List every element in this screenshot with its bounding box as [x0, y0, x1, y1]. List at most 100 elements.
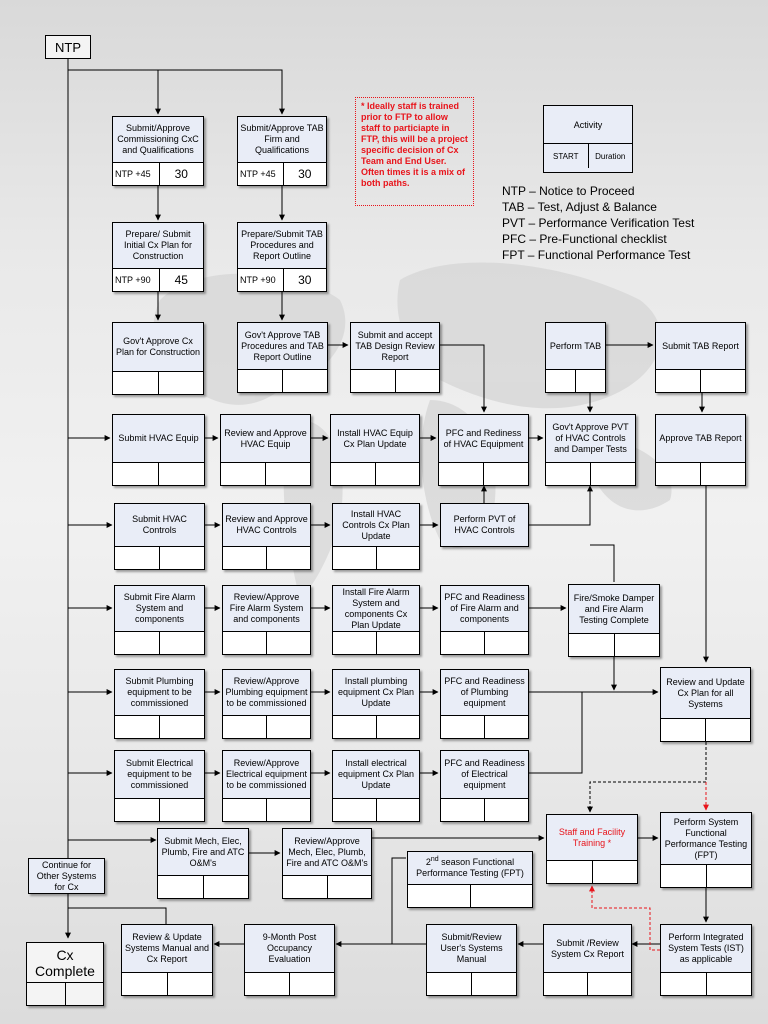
box-label: Perform TAB — [549, 340, 602, 351]
box-label: Submit and accept TAB Design Review Repo… — [355, 329, 435, 362]
box-label: Perform Integrated System Tests (IST) as… — [668, 932, 744, 964]
box-label: PFC and Readiness of Fire Alarm and comp… — [444, 592, 525, 624]
box-label: Install HVAC Equip Cx Plan Update — [337, 427, 413, 449]
box-start: NTP +90 — [240, 275, 276, 285]
box-approve-tab-procedures: Gov't Approve TAB Procedures and TAB Rep… — [237, 322, 328, 393]
box-submit-om: Submit Mech, Elec, Plumb, Fire and ATC O… — [157, 828, 249, 899]
box-approve-pvt: Gov't Approve PVT of HVAC Controls and D… — [545, 414, 636, 486]
second-season-text: season Functional Performance Testing (F… — [416, 857, 524, 878]
box-label: Submit Mech, Elec, Plumb, Fire and ATC O… — [161, 835, 245, 868]
box-review-electrical: Review/Approve Electrical equipment to b… — [222, 750, 311, 822]
box-label: Continue for Other Systems for Cx — [36, 859, 97, 892]
box-label: 9-Month Post Occupancy Evaluation — [262, 932, 317, 964]
box-perform-fpt: Perform System Functional Performance Te… — [660, 812, 752, 888]
box-submit-cx-qualifications: Submit/Approve Commissioning CxC and Qua… — [112, 116, 204, 186]
box-label: PFC and Rediness of HVAC Equipment — [443, 427, 524, 449]
box-review-systems-manual: Review & Update Systems Manual and Cx Re… — [121, 924, 213, 996]
box-install-plumbing: Install plumbing equipment Cx Plan Updat… — [332, 669, 420, 739]
box-submit-fire-alarm: Submit Fire Alarm System and components — [114, 585, 205, 655]
box-review-hvac-equip: Review and Approve HVAC Equip — [220, 414, 311, 486]
box-staff-training: Staff and Facility Training * — [546, 814, 638, 884]
box-install-electrical: Install electrical equipment Cx Plan Upd… — [332, 750, 420, 822]
box-label: Install plumbing equipment Cx Plan Updat… — [337, 676, 415, 708]
box-install-hvac-controls: Install HVAC Controls Cx Plan Update — [332, 503, 420, 570]
box-review-plumbing: Review/Approve Plumbing equipment to be … — [222, 669, 311, 739]
box-duration: 45 — [158, 269, 204, 291]
box-label: Submit/Review User's Systems Manual — [440, 932, 503, 964]
box-label: Submit TAB Report — [662, 340, 739, 351]
box-label: Submit HVAC Controls — [132, 514, 187, 535]
box-submit-plumbing: Submit Plumbing equipment to be commissi… — [114, 669, 205, 739]
legend-duration: Duration — [587, 144, 633, 168]
abbr-pvt: PVT – Performance Verification Test — [502, 216, 695, 230]
legend-box: Activity START Duration — [543, 105, 633, 173]
box-post-occupancy: 9-Month Post Occupancy Evaluation — [244, 924, 335, 996]
box-users-systems-manual: Submit/Review User's Systems Manual — [426, 924, 517, 996]
box-submit-electrical: Submit Electrical equipment to be commis… — [114, 750, 205, 822]
box-label: Staff and Facility Training * — [558, 826, 626, 848]
abbreviation-list: NTP – Notice to Proceed TAB – Test, Adju… — [502, 183, 694, 263]
box-initial-cx-plan: Prepare/ Submit Initial Cx Plan for Cons… — [112, 222, 204, 292]
training-note: * Ideally staff is trained prior to FTP … — [355, 97, 474, 206]
box-start: NTP +45 — [240, 169, 276, 179]
abbr-ntp: NTP – Notice to Proceed — [502, 184, 635, 198]
box-label: Gov't Approve TAB Procedures and TAB Rep… — [241, 329, 324, 362]
box-submit-tab-qualifications: Submit/Approve TAB Firm and Qualificatio… — [237, 116, 327, 186]
box-submit-tab-report: Submit TAB Report — [655, 322, 746, 393]
box-duration: 30 — [158, 163, 204, 185]
legend-start: START — [553, 151, 579, 161]
abbr-tab: TAB – Test, Adjust & Balance — [502, 200, 657, 214]
box-review-fire-alarm: Review/Approve Fire Alarm System and com… — [222, 585, 311, 655]
box-label: Perform System Functional Performance Te… — [664, 816, 748, 860]
ntp-start: NTP — [45, 35, 91, 59]
box-review-om: Review/Approve Mech, Elec, Plumb, Fire a… — [282, 828, 372, 899]
box-tab-procedures: Prepare/Submit TAB Procedures and Report… — [237, 222, 327, 292]
box-label: Review and Approve HVAC Controls — [225, 514, 308, 535]
box-label: Prepare/Submit TAB Procedures and Report… — [241, 229, 323, 261]
box-label: Perform PVT of HVAC Controls — [453, 514, 516, 535]
box-label: Review/Approve Mech, Elec, Plumb, Fire a… — [286, 835, 368, 868]
box-integrated-system-tests: Perform Integrated System Tests (IST) as… — [660, 924, 752, 996]
box-system-cx-report: Submit /Review System Cx Report — [543, 924, 632, 996]
box-pfc-fire-alarm: PFC and Readiness of Fire Alarm and comp… — [440, 585, 529, 655]
box-continue-other-systems: Continue for Other Systems for Cx — [28, 858, 105, 894]
box-label: 2nd season Functional Performance Testin… — [408, 852, 532, 884]
box-label: Install Fire Alarm System and components… — [342, 586, 410, 630]
box-review-hvac-controls: Review and Approve HVAC Controls — [222, 503, 311, 570]
box-label: Submit/Approve TAB Firm and Qualificatio… — [240, 123, 324, 155]
box-label: Submit Plumbing equipment to be commissi… — [125, 676, 194, 708]
cx-complete-end: Cx Complete — [26, 942, 104, 1006]
box-install-hvac-equip: Install HVAC Equip Cx Plan Update — [330, 414, 420, 486]
box-duration: 30 — [282, 269, 327, 291]
box-label: Submit Electrical equipment to be commis… — [125, 758, 194, 790]
box-pvt-hvac-controls: Perform PVT of HVAC Controls — [440, 503, 529, 547]
box-fire-smoke-testing: Fire/Smoke Damper and Fire Alarm Testing… — [568, 584, 660, 657]
box-label: Review/Approve Fire Alarm System and com… — [229, 592, 304, 624]
box-label: Gov't Approve PVT of HVAC Controls and D… — [552, 422, 629, 454]
legend-activity: Activity — [544, 106, 632, 144]
box-label: PFC and Readiness of Electrical equipmen… — [444, 758, 525, 790]
box-label: Submit/Approve Commissioning CxC and Qua… — [117, 123, 199, 155]
box-label: Prepare/ Submit Initial Cx Plan for Cons… — [123, 229, 193, 261]
box-review-update-cx-plan: Review and Update Cx Plan for all System… — [660, 667, 751, 742]
box-pfc-plumbing: PFC and Readiness of Plumbing equipment — [440, 669, 529, 739]
box-label: Review and Approve HVAC Equip — [224, 427, 307, 449]
box-install-fire-alarm: Install Fire Alarm System and components… — [332, 585, 420, 655]
box-pfc-electrical: PFC and Readiness of Electrical equipmen… — [440, 750, 529, 822]
box-label: Submit HVAC Equip — [118, 433, 199, 443]
box-label: Approve TAB Report — [659, 433, 742, 443]
box-label: Install HVAC Controls Cx Plan Update — [342, 508, 410, 541]
cx-complete-label: Cx Complete — [35, 946, 95, 979]
box-second-season-fpt: 2nd season Functional Performance Testin… — [407, 851, 533, 908]
box-approve-cx-plan: Gov't Approve Cx Plan for Construction — [112, 322, 204, 395]
box-tab-design-review: Submit and accept TAB Design Review Repo… — [350, 322, 440, 393]
abbr-fpt: FPT – Functional Performance Test — [502, 248, 691, 262]
box-approve-tab-report: Approve TAB Report — [655, 414, 746, 486]
box-start: NTP +45 — [115, 169, 151, 179]
box-perform-tab: Perform TAB — [545, 322, 606, 393]
box-duration: 30 — [282, 163, 327, 185]
box-label: Review & Update Systems Manual and Cx Re… — [124, 932, 210, 964]
box-label: Review/Approve Plumbing equipment to be … — [225, 676, 308, 708]
box-pfc-hvac-equip: PFC and Rediness of HVAC Equipment — [438, 414, 529, 486]
box-submit-hvac-equip: Submit HVAC Equip — [112, 414, 205, 486]
